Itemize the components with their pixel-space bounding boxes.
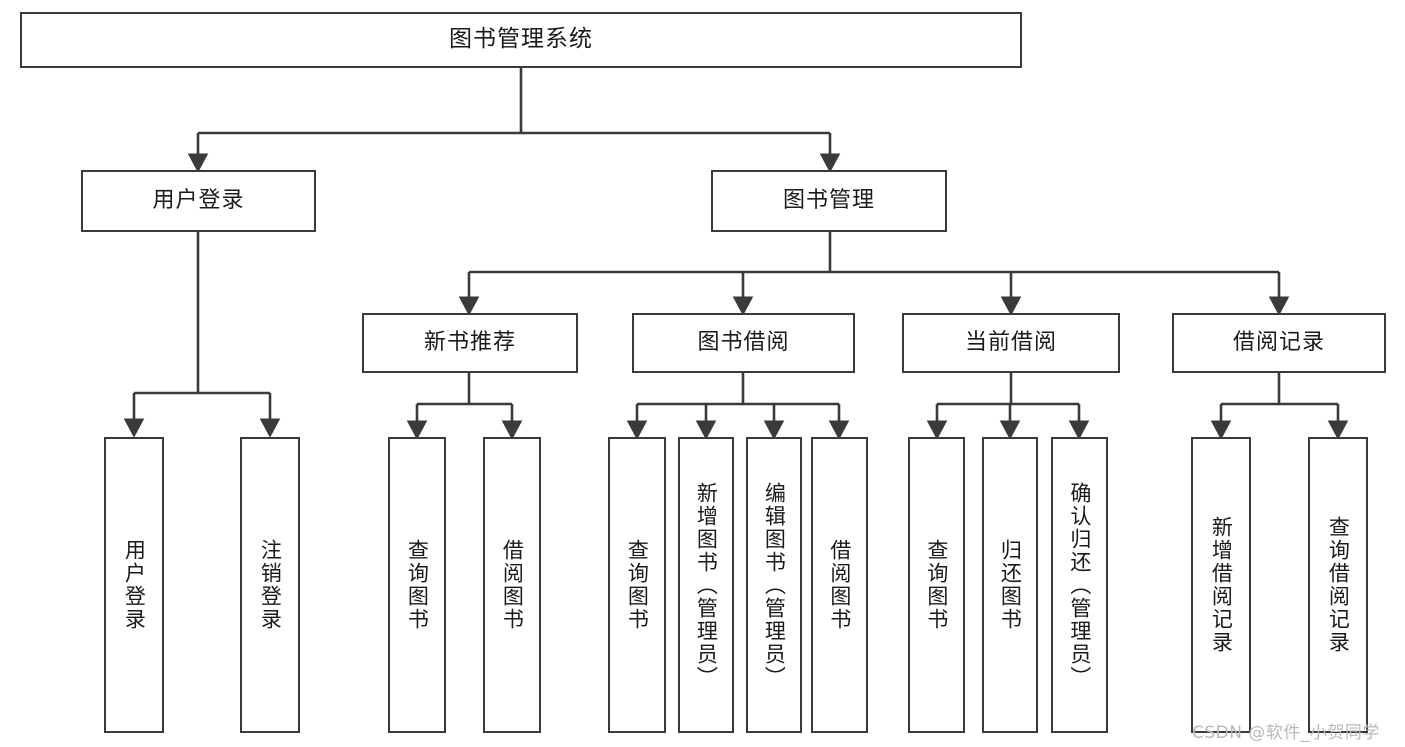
node-book-management[interactable]: 图书管理	[711, 170, 947, 232]
leaf-user-logout[interactable]: 注销登录	[240, 437, 300, 733]
leaf-query-book-2[interactable]: 查询图书	[608, 437, 666, 733]
leaf-edit-book[interactable]: 编辑图书（管理员）	[746, 437, 802, 733]
leaf-user-login[interactable]: 用户登录	[104, 437, 164, 733]
leaf-label: 确认归还（管理员）	[1067, 481, 1092, 689]
node-current-borrow[interactable]: 当前借阅	[902, 313, 1120, 373]
leaf-add-book[interactable]: 新增图书（管理员）	[678, 437, 734, 733]
leaf-label: 借阅图书	[500, 539, 525, 631]
node-new-book-recommend[interactable]: 新书推荐	[362, 313, 578, 373]
leaf-query-book-1[interactable]: 查询图书	[388, 437, 446, 733]
leaf-label: 新增图书（管理员）	[694, 481, 719, 689]
node-book-borrow[interactable]: 图书借阅	[632, 313, 855, 373]
leaf-label: 归还图书	[998, 539, 1023, 631]
leaf-label: 编辑图书（管理员）	[762, 481, 787, 689]
leaf-label: 借阅图书	[827, 539, 852, 631]
leaf-add-record[interactable]: 新增借阅记录	[1191, 437, 1251, 733]
leaf-confirm-return[interactable]: 确认归还（管理员）	[1051, 437, 1108, 733]
leaf-borrow-book-2[interactable]: 借阅图书	[811, 437, 868, 733]
leaf-return-book[interactable]: 归还图书	[982, 437, 1038, 733]
leaf-query-book-3[interactable]: 查询图书	[908, 437, 965, 733]
leaf-label: 查询借阅记录	[1326, 516, 1351, 654]
leaf-query-record[interactable]: 查询借阅记录	[1308, 437, 1368, 733]
leaf-borrow-book-1[interactable]: 借阅图书	[483, 437, 541, 733]
node-root-book-management-system[interactable]: 图书管理系统	[20, 12, 1022, 68]
leaf-label: 新增借阅记录	[1209, 516, 1234, 654]
leaf-label: 注销登录	[258, 539, 283, 631]
leaf-label: 用户登录	[122, 539, 147, 631]
node-user-login[interactable]: 用户登录	[81, 170, 316, 232]
node-borrow-record[interactable]: 借阅记录	[1172, 313, 1386, 373]
leaf-label: 查询图书	[924, 539, 949, 631]
leaf-label: 查询图书	[625, 539, 650, 631]
csdn-watermark: CSDN @软件_小贺同学	[1192, 723, 1380, 743]
leaf-label: 查询图书	[405, 539, 430, 631]
